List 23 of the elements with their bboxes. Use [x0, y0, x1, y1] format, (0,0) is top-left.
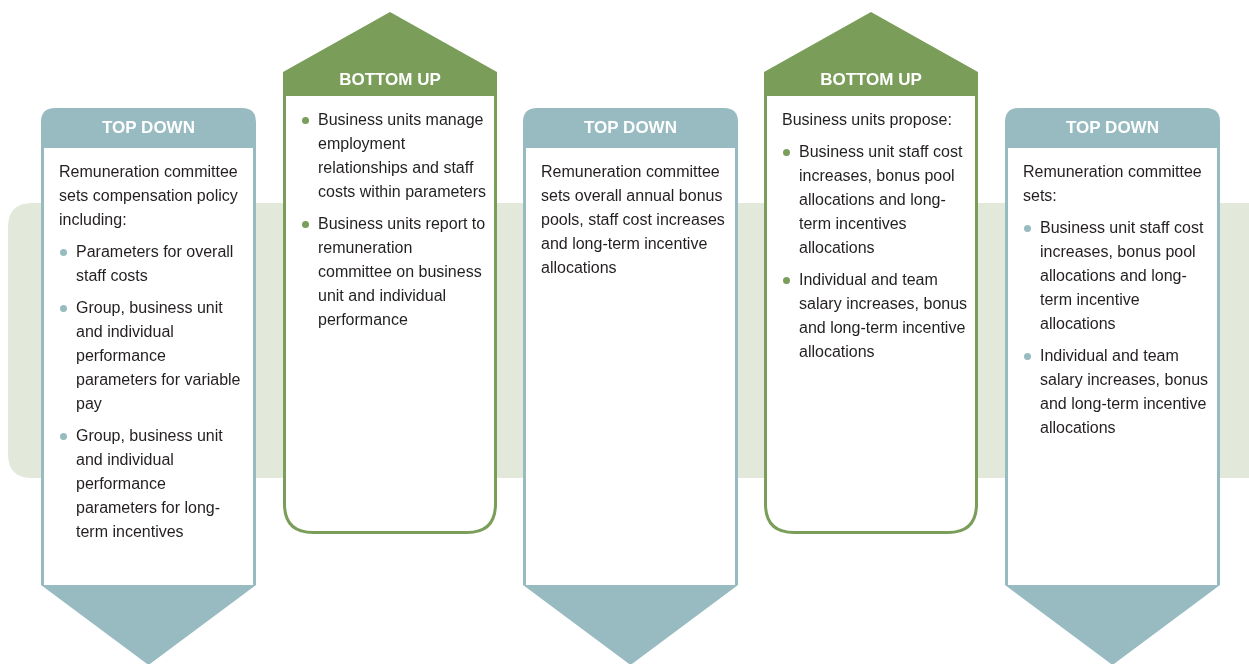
- step-heading: TOP DOWN: [101, 118, 196, 138]
- step-heading: TOP DOWN: [583, 118, 678, 138]
- bullet-item: Business units report to remuneration committee on business unit and individual performance: [301, 212, 489, 332]
- step-heading: BOTTOM UP: [819, 70, 923, 90]
- bullet-item: Group, business unit and individual performance parameters for variable pay: [59, 296, 248, 416]
- description-text: Remuneration committee sets compensation policy including:: [59, 162, 239, 230]
- bullet-item: Business unit staff cost increases, bonus pool allocations and long-term incentive allocations: [1023, 216, 1212, 336]
- up-arrow-panel: [764, 12, 978, 534]
- description-text: Business units propose:: [782, 110, 953, 130]
- down-arrow-panel: [1005, 108, 1220, 664]
- bullet-item: Parameters for overall staff costs: [59, 240, 248, 288]
- step-heading: TOP DOWN: [1065, 118, 1160, 138]
- bullet-item: Individual and team salary increases, bonus and long-term incentive allocations: [1023, 344, 1212, 440]
- down-arrow-panel: [41, 108, 256, 664]
- bullet-item: Business units manage employment relationships and staff costs within parameters: [301, 108, 489, 204]
- up-arrow-panel: [283, 12, 497, 534]
- bullet-item: Group, business unit and individual performance parameters for long-term incentives: [59, 424, 248, 544]
- description-text: Remuneration committee sets overall annual bonus pools, staff cost increases and long-term incentive allocations: [541, 162, 726, 278]
- description-text: Remuneration committee sets:: [1023, 162, 1203, 206]
- bullet-item: Individual and team salary increases, bonus and long-term incentive allocations: [782, 268, 970, 364]
- down-arrow-panel: [523, 108, 738, 664]
- step-heading: BOTTOM UP: [338, 70, 442, 90]
- bullet-item: Business unit staff cost increases, bonus pool allocations and long-term incentives allocations: [782, 140, 970, 260]
